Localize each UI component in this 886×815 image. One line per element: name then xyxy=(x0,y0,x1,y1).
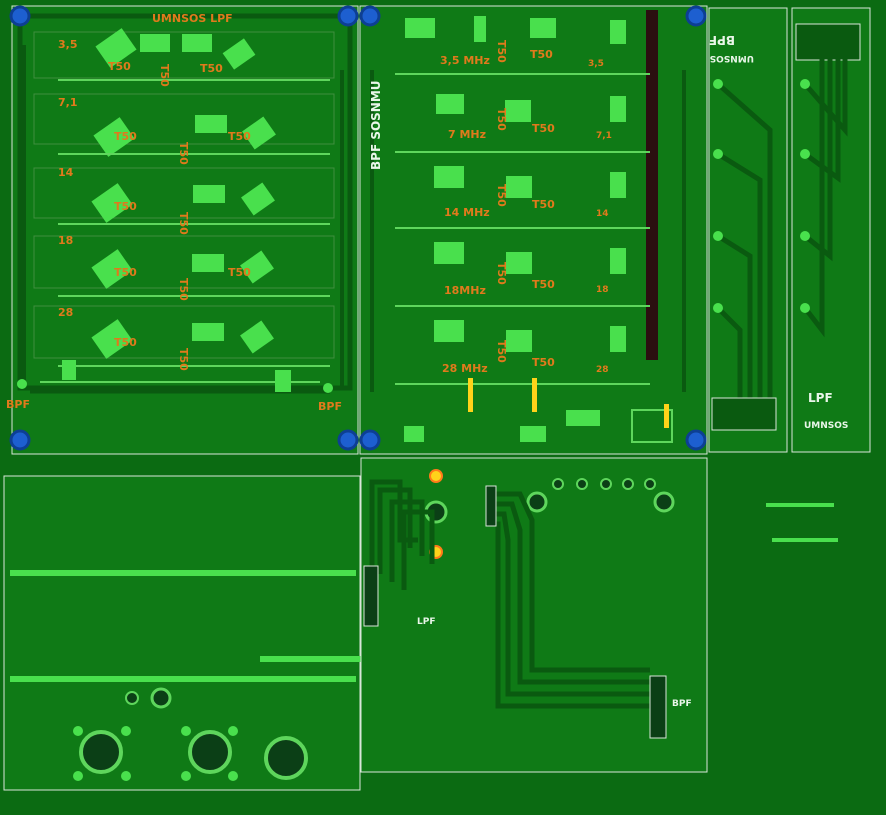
svg-text:T50: T50 xyxy=(177,278,190,301)
lpf-row-5: 28 T50 T50 xyxy=(33,305,335,371)
svg-text:LPF: LPF xyxy=(417,617,435,627)
svg-text:14: 14 xyxy=(596,209,609,219)
svg-text:T50: T50 xyxy=(532,278,555,291)
svg-text:T50: T50 xyxy=(114,130,137,143)
svg-text:3,5: 3,5 xyxy=(588,59,604,69)
svg-text:T50: T50 xyxy=(532,356,555,369)
mount-hole-bpf-br xyxy=(685,429,707,451)
svg-text:7,1: 7,1 xyxy=(596,131,612,141)
lpf-row-1: 3,5 T50 T50 T50 xyxy=(33,28,335,87)
bpf-row-1: 3,5 MHz T50 T50 3,5 xyxy=(395,16,650,75)
mount-hole-tr xyxy=(337,5,359,27)
mount-hole-tl xyxy=(9,5,31,27)
svg-text:14: 14 xyxy=(58,166,74,179)
svg-text:14 MHz: 14 MHz xyxy=(444,206,490,219)
svg-text:7 MHz: 7 MHz xyxy=(448,128,486,141)
svg-text:UMNSOS: UMNSOS xyxy=(804,421,848,431)
mount-hole-bpf-tr xyxy=(685,5,707,27)
svg-text:T50: T50 xyxy=(114,266,137,279)
bpf-row-4: 18MHz T50 T50 18 xyxy=(395,242,650,307)
svg-text:T50: T50 xyxy=(530,48,553,61)
lpf-strip-board: LPF UMNSOS xyxy=(791,7,871,453)
svg-text:BPF: BPF xyxy=(672,699,692,709)
lpf-bpf-label-right: BPF xyxy=(318,400,342,413)
bpf-row-3: 14 MHz T50 T50 14 xyxy=(395,166,650,229)
svg-text:LPF: LPF xyxy=(808,391,833,405)
bpf-board-top: BPF SOSNMU 3,5 MHz T50 T50 3,5 7 MHz T50… xyxy=(359,5,708,455)
mount-hole-br xyxy=(337,429,359,451)
svg-text:T50: T50 xyxy=(114,336,137,349)
svg-text:28: 28 xyxy=(596,365,609,375)
lpf-band-1: 3,5 xyxy=(58,38,78,51)
svg-text:T50: T50 xyxy=(200,62,223,75)
svg-text:T50: T50 xyxy=(228,266,251,279)
svg-text:T50: T50 xyxy=(108,60,131,73)
svg-text:UMNSOS: UMNSOS xyxy=(710,53,754,63)
mount-hole-bpf-bl xyxy=(359,429,381,451)
svg-text:T50: T50 xyxy=(495,184,508,207)
bpf-row-2: 7 MHz T50 T50 7,1 xyxy=(395,94,650,153)
lpf-board-top: UMNSOS LPF 3,5 T50 T50 T50 7,1 T50 T50 xyxy=(6,5,359,455)
lpf-row-4: 18 T50 T50 T50 xyxy=(33,234,335,301)
svg-text:T50: T50 xyxy=(495,108,508,131)
svg-text:18: 18 xyxy=(58,234,73,247)
svg-text:T50: T50 xyxy=(532,198,555,211)
svg-text:BPF: BPF xyxy=(709,33,735,47)
svg-text:T50: T50 xyxy=(228,130,251,143)
bpf-strip-board: BPF UMNSOS xyxy=(708,7,788,453)
lpf-row-2: 7,1 T50 T50 T50 xyxy=(33,93,335,165)
lpf-bpf-label-left: BPF xyxy=(6,398,30,411)
board-title-lpf: UMNSOS LPF xyxy=(152,12,233,25)
lpf-row-3: 14 T50 T50 xyxy=(33,166,335,235)
mount-hole-bl xyxy=(9,429,31,451)
svg-text:T50: T50 xyxy=(495,262,508,285)
svg-text:28 MHz: 28 MHz xyxy=(442,362,488,375)
svg-text:7,1: 7,1 xyxy=(58,96,78,109)
svg-text:T50: T50 xyxy=(158,64,171,87)
mount-hole-bpf-tl xyxy=(359,5,381,27)
svg-text:T50: T50 xyxy=(114,200,137,213)
bpf-side-label: BPF SOSNMU xyxy=(369,80,383,170)
svg-text:T50: T50 xyxy=(495,340,508,363)
bpf-row-5: 28 MHz T50 T50 28 xyxy=(395,320,650,385)
svg-text:28: 28 xyxy=(58,306,73,319)
routing-board-bottom: LPF BPF xyxy=(360,457,708,773)
svg-text:T50: T50 xyxy=(495,40,508,63)
svg-text:T50: T50 xyxy=(532,122,555,135)
svg-text:T50: T50 xyxy=(177,142,190,165)
svg-text:T50: T50 xyxy=(177,212,190,235)
svg-text:18: 18 xyxy=(596,285,609,295)
svg-text:T50: T50 xyxy=(177,348,190,371)
svg-text:18MHz: 18MHz xyxy=(444,284,486,297)
svg-text:3,5 MHz: 3,5 MHz xyxy=(440,54,490,67)
